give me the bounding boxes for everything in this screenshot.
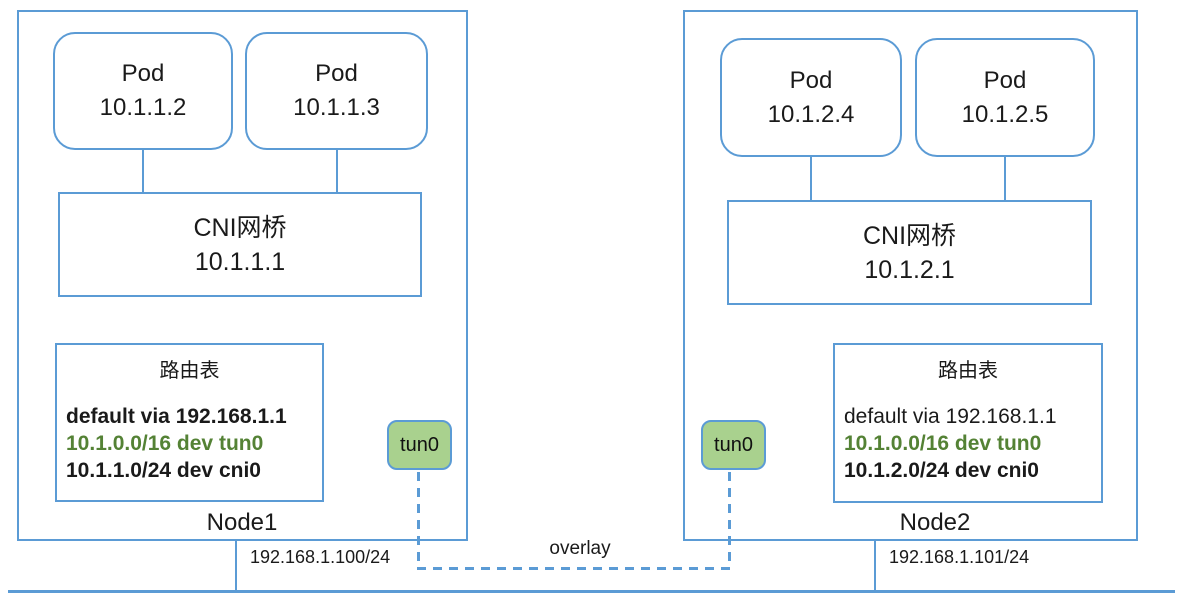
bridge-title: CNI网桥 (193, 213, 287, 242)
node2-to-network-connector (874, 541, 876, 591)
tun0-label: tun0 (400, 433, 439, 456)
pod1-to-bridge-connector (142, 150, 144, 194)
node1-pod1-box: Pod 10.1.1.2 (53, 32, 233, 150)
node2-host-ip-label: 192.168.1.101/24 (889, 547, 1030, 567)
node1-pod2-box: Pod 10.1.1.3 (245, 32, 428, 150)
overlay-dashed-line-left (417, 472, 420, 568)
pod-ip: 10.1.2.5 (961, 100, 1049, 128)
route-table-entries: default via 192.168.1.1 10.1.0.0/16 dev … (844, 403, 1057, 484)
node1-tun0-badge: tun0 (387, 420, 452, 470)
route-entry-default: default via 192.168.1.1 (844, 405, 1057, 428)
pod-title: Pod (315, 60, 358, 87)
bridge-ip: 10.1.1.1 (194, 247, 286, 276)
route-table-title: 路由表 (159, 360, 220, 382)
pod-ip: 10.1.2.4 (767, 100, 855, 128)
node1-cni-bridge-box: CNI网桥 10.1.1.1 (58, 192, 422, 297)
route-table-title: 路由表 (938, 360, 998, 382)
overlay-dashed-line-horizontal (417, 567, 731, 570)
bridge-title: CNI网桥 (862, 221, 957, 250)
node2-pod2-box: Pod 10.1.2.5 (915, 38, 1095, 157)
node1-label: Node1 (206, 509, 278, 536)
node1-route-table-box: 路由表 default via 192.168.1.1 10.1.0.0/16 … (55, 343, 324, 502)
node2-label: Node2 (899, 509, 971, 536)
route-entry-cni0: 10.1.2.0/24 dev cni0 (844, 459, 1039, 482)
pod2-to-bridge-connector (1004, 157, 1006, 200)
route-entry-tun0: 10.1.0.0/16 dev tun0 (844, 432, 1042, 455)
overlay-dashed-line-right (728, 472, 731, 568)
route-entry-tun0: 10.1.0.0/16 dev tun0 (66, 432, 264, 455)
physical-network-line (8, 590, 1175, 593)
overlay-label: overlay (549, 538, 611, 559)
node2-cni-bridge-box: CNI网桥 10.1.2.1 (727, 200, 1092, 305)
bridge-ip: 10.1.2.1 (864, 255, 955, 284)
pod2-to-bridge-connector (336, 150, 338, 194)
pod-title: Pod (789, 66, 833, 94)
route-table-entries: default via 192.168.1.1 10.1.0.0/16 dev … (66, 403, 287, 484)
node1-host-ip-label: 192.168.1.100/24 (250, 547, 391, 567)
pod1-to-bridge-connector (810, 157, 812, 200)
node1-to-network-connector (235, 541, 237, 591)
tun0-label: tun0 (714, 433, 753, 456)
pod-title: Pod (983, 66, 1027, 94)
route-entry-default: default via 192.168.1.1 (66, 405, 287, 428)
node2-route-table-box: 路由表 default via 192.168.1.1 10.1.0.0/16 … (833, 343, 1103, 503)
pod-ip: 10.1.1.3 (293, 94, 380, 121)
node2-tun0-badge: tun0 (701, 420, 766, 470)
route-entry-cni0: 10.1.1.0/24 dev cni0 (66, 459, 261, 482)
pod-ip: 10.1.1.2 (99, 94, 187, 121)
pod-title: Pod (121, 60, 165, 87)
node2-pod1-box: Pod 10.1.2.4 (720, 38, 902, 157)
